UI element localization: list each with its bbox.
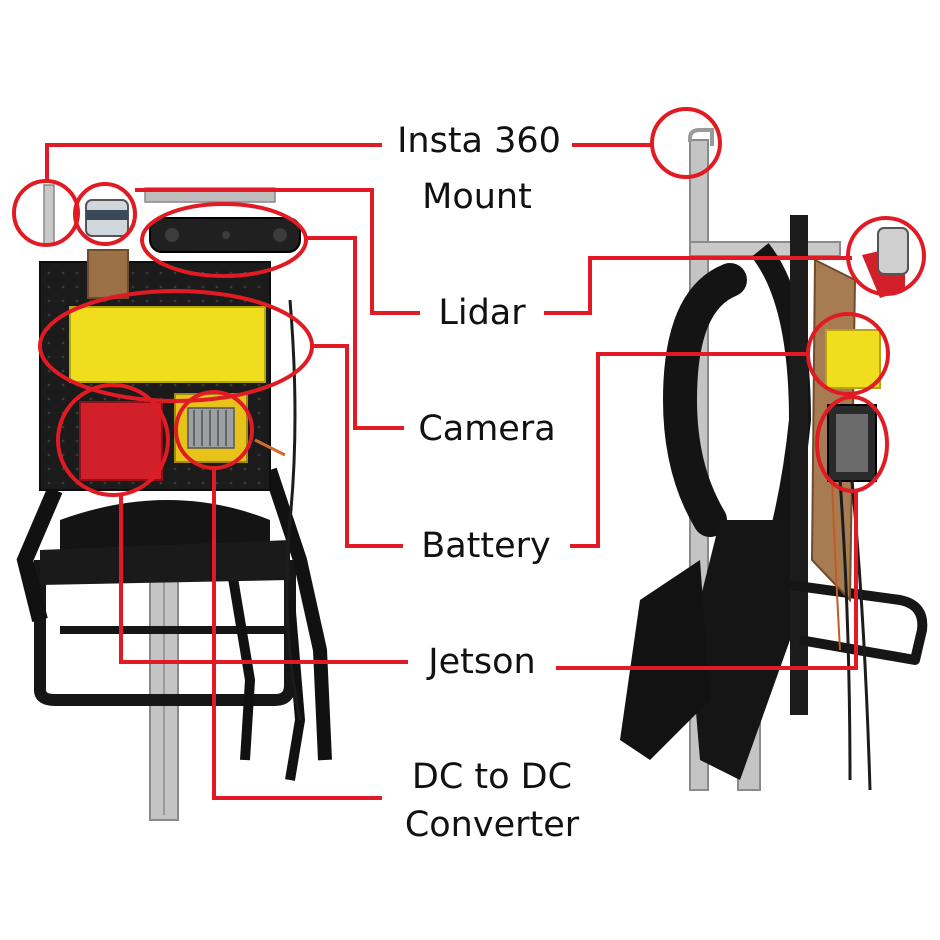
label-insta360-line1: Insta 360 (397, 121, 561, 161)
label-insta360-line2: Mount (422, 177, 532, 217)
label-dcdc-line2: Converter (404, 805, 580, 845)
label-battery: Battery (421, 526, 551, 566)
label-camera: Camera (418, 409, 556, 449)
label-dcdc-line1: DC to DC (411, 757, 573, 797)
backpack-back-view (16, 184, 332, 821)
backpack-side-view (620, 128, 928, 791)
label-jetson: Jetson (428, 642, 536, 682)
label-lidar: Lidar (438, 293, 526, 333)
callout-lines (45, 143, 858, 800)
